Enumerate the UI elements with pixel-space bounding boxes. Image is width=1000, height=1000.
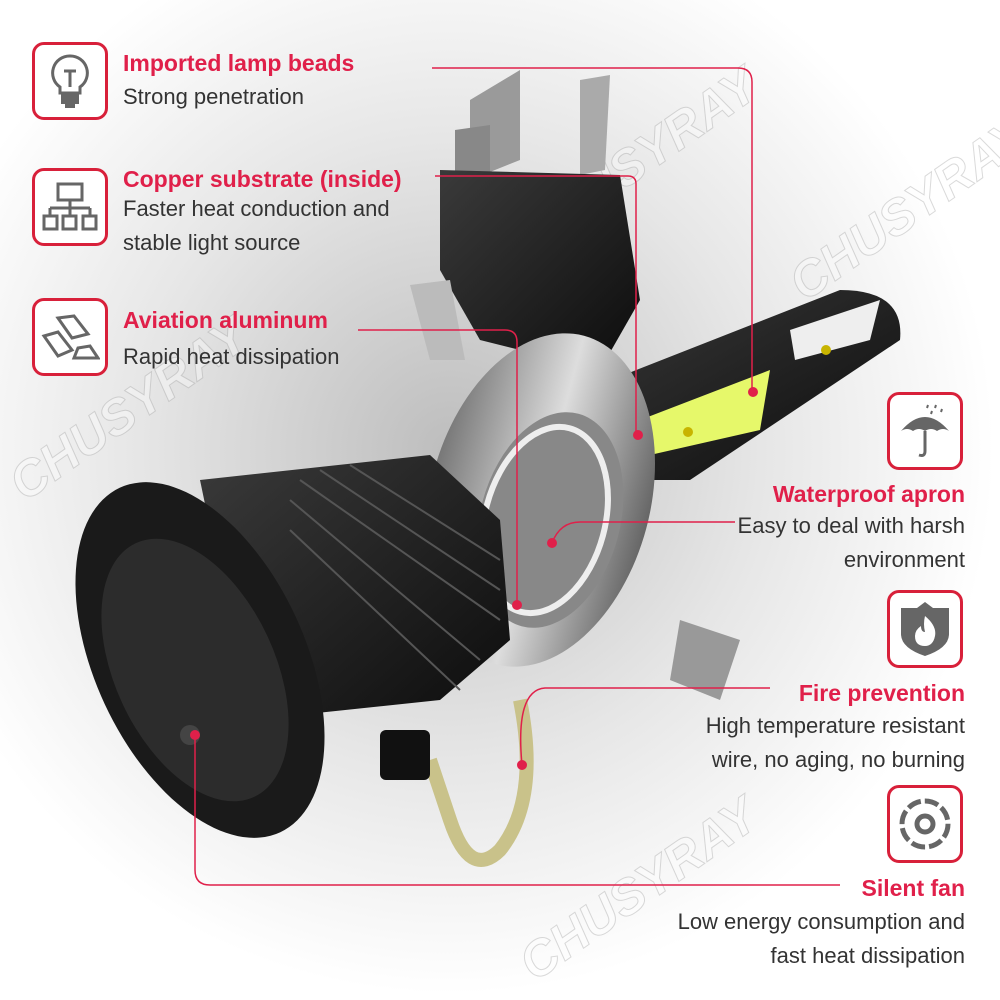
feature-icon-box [32,168,108,246]
feature-icon-box [32,298,108,376]
feature-title: Imported lamp beads [123,50,355,76]
umbrella-rain-icon [901,404,949,457]
feature-title: Waterproof apron [772,481,965,507]
feature-desc: Rapid heat dissipation [123,344,340,369]
feature-title: Copper substrate (inside) [123,166,402,192]
feature-desc: Easy to deal with harsh [737,513,965,538]
feature-icon-box [887,590,963,668]
feature-title: Fire prevention [798,680,965,706]
feature-title: Silent fan [861,875,965,901]
feature-desc: environment [843,547,965,572]
feature-desc: Low energy consumption and [677,909,965,934]
feature-icon-box [887,392,963,470]
feature-desc: fast heat dissipation [770,943,965,968]
feature-desc: Strong penetration [123,84,305,109]
feature-title: Aviation aluminum [123,307,328,333]
feature-desc: High temperature resistant [705,713,965,738]
feature-desc: stable light source [123,230,301,255]
feature-desc: wire, no aging, no burning [711,747,965,772]
fan-icon [899,798,951,850]
feature-desc: Faster heat conduction and [123,196,390,221]
hierarchy-icon [42,182,98,231]
metal-ingots-icon [41,314,100,360]
feature-icon-box [32,42,108,120]
fire-shield-icon [901,602,949,656]
light-bulb-icon [51,54,89,108]
feature-icon-box [887,785,963,863]
